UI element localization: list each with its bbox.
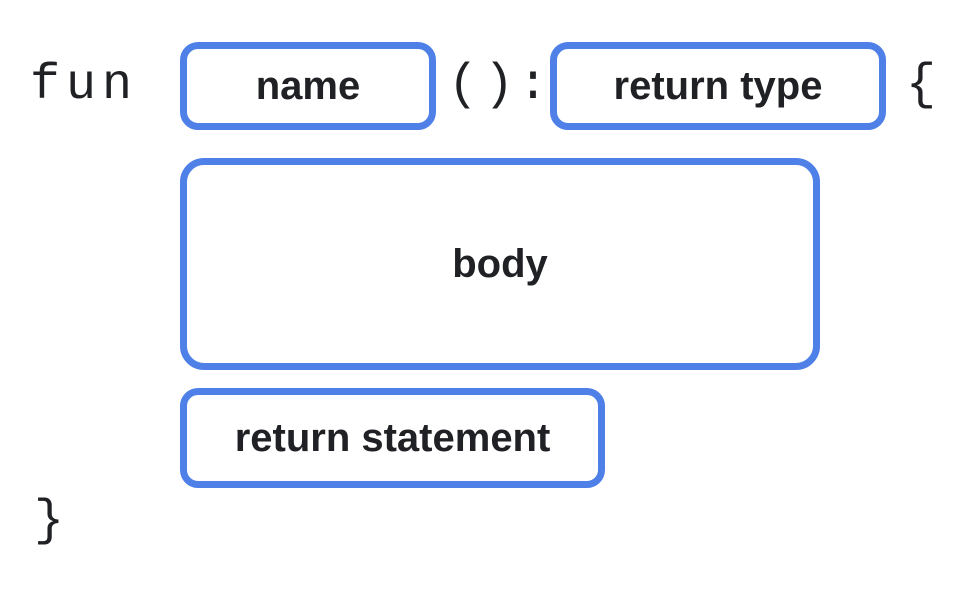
name-slot-label: name xyxy=(255,63,361,108)
return-statement-slot: return statement xyxy=(180,388,605,488)
body-slot: body xyxy=(180,158,820,370)
return-type-slot-label: return type xyxy=(613,63,823,108)
return-statement-slot-label: return statement xyxy=(234,415,551,460)
name-slot: name xyxy=(180,42,436,130)
return-type-slot: return type xyxy=(550,42,886,130)
fun-keyword: fun xyxy=(30,57,139,114)
body-slot-label: body xyxy=(452,241,548,286)
colon-token: : xyxy=(518,57,555,114)
parentheses-token: () xyxy=(448,57,521,114)
close-brace-token: } xyxy=(34,493,71,550)
open-brace-token: { xyxy=(906,57,943,114)
